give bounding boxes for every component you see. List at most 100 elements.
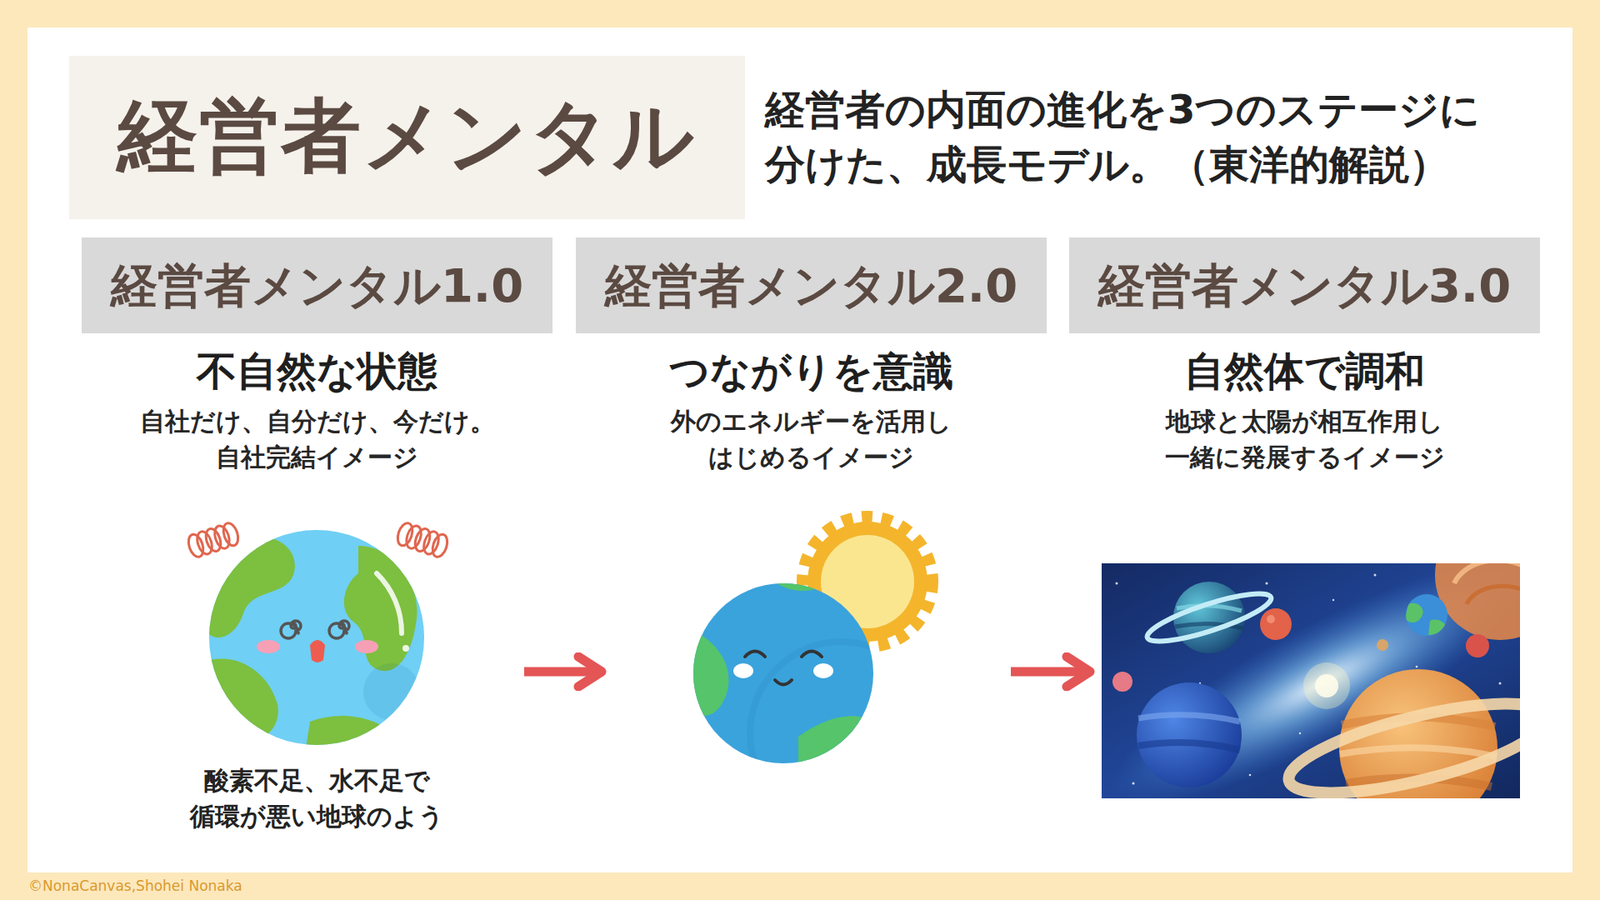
solar-system-part-part xyxy=(1199,682,1201,685)
sad-earth-part-part xyxy=(363,663,420,720)
stage-heading: つながりを意識 xyxy=(575,348,1047,395)
stage-column: 経営者メンタル2.0 つながりを意識外のエネルギーを活用し はじめるイメージ xyxy=(575,237,1047,771)
sad-earth-part xyxy=(402,645,410,652)
solar-system-part xyxy=(1454,563,1520,584)
sad-earth-part xyxy=(256,640,280,654)
stress-coil-part xyxy=(195,530,215,557)
sun-part xyxy=(807,521,928,642)
solar-system-part xyxy=(1315,674,1339,698)
stage-description: 外のエネルギーを活用し はじめるイメージ xyxy=(661,403,962,475)
solar-system-part xyxy=(1266,615,1275,624)
solar-system xyxy=(1101,563,1520,799)
stage-header: 経営者メンタル2.0 xyxy=(575,237,1047,334)
solar-system-part-part xyxy=(1405,603,1424,623)
solar-system-part-part xyxy=(1149,640,1151,643)
solar-system-part xyxy=(1115,574,1502,785)
solar-system-part xyxy=(1345,777,1492,787)
solar-system-part xyxy=(1101,563,1520,799)
flow-arrow xyxy=(524,667,602,677)
stress-coil-part xyxy=(395,520,415,548)
happy-earth-part xyxy=(813,663,834,679)
happy-earth-part xyxy=(775,680,792,685)
solar-system-part-part xyxy=(1374,574,1377,577)
sad-earth-part-part xyxy=(208,533,295,638)
image-caption: 酸素不足、水不足で 循環が悪い地球のよう xyxy=(185,762,449,835)
solar-system-part xyxy=(1376,639,1389,651)
sad-earth-part xyxy=(280,620,301,639)
sad-earth-part xyxy=(329,620,350,639)
solar-system-part-part xyxy=(1499,682,1502,685)
stress-coil-part xyxy=(212,524,233,551)
stress-coil-part xyxy=(421,530,442,557)
happy-earth-part-part xyxy=(798,715,879,770)
solar-system-part-part xyxy=(1349,782,1352,785)
stress-coil xyxy=(395,520,450,559)
stage-column: 経営者メンタル1.0不自然な状態自社だけ、自分だけ、今だけ。 自社完結イメージ xyxy=(81,237,553,771)
solar-system-part xyxy=(1260,608,1292,640)
stage-header: 経営者メンタル1.0 xyxy=(81,237,553,334)
sad-earth-part-part xyxy=(206,659,279,742)
happy-earth-part-part xyxy=(771,575,824,591)
solar-system-part-part xyxy=(1299,732,1301,735)
solar-system-part xyxy=(1175,623,1244,629)
sun-part xyxy=(802,516,933,647)
sad-earth-part xyxy=(355,640,379,654)
solar-system-part-part xyxy=(1415,665,1419,669)
solar-system-part-part xyxy=(1428,619,1449,635)
solar-system-part-part xyxy=(1115,582,1119,585)
flow-arrow xyxy=(1010,667,1090,677)
solar-system-part xyxy=(1281,685,1520,799)
solar-system-part xyxy=(1101,563,1520,799)
stress-coil-part xyxy=(430,532,450,560)
solar-system-part xyxy=(1176,605,1242,611)
solar-system-part xyxy=(1112,671,1133,692)
sad-earth-part-part xyxy=(305,715,397,754)
solar-system-part-part xyxy=(1132,782,1135,785)
stage-column: 経営者メンタル3.0 自然体で調和地球と太陽が相互作用し 一緒に発展するイメージ xyxy=(1069,237,1540,813)
stress-coil-part xyxy=(203,526,224,554)
solar-system-part xyxy=(1339,669,1498,799)
solar-system-part xyxy=(1340,747,1497,757)
solar-system-part-part xyxy=(1249,774,1252,777)
stage-description: 地球と太陽が相互作用し 一緒に発展するイメージ xyxy=(1155,403,1455,475)
sad-earth xyxy=(206,530,425,754)
solar-system-part xyxy=(1465,634,1490,658)
sad-earth-part xyxy=(376,573,402,634)
happy-earth xyxy=(690,575,934,825)
stress-coil xyxy=(185,520,241,559)
solar-system-part xyxy=(1138,742,1240,750)
sad-earth-part xyxy=(209,530,425,745)
stage-heading: 自然体で調和 xyxy=(1069,348,1540,395)
sun xyxy=(802,516,933,647)
solar-system-part-part xyxy=(1332,599,1335,601)
copyright: ©NonaCanvas,Shohei Nonaka xyxy=(28,877,243,895)
sun-part xyxy=(820,535,915,629)
solar-system-part xyxy=(1405,603,1449,635)
solar-system-part xyxy=(1466,585,1520,605)
sad-earth-part-part xyxy=(344,545,418,671)
title: 経営者メンタル xyxy=(69,55,745,220)
happy-earth-part xyxy=(733,663,754,679)
solar-system-part-part xyxy=(1265,582,1269,585)
solar-system-part xyxy=(1435,563,1520,640)
stage-header: 経営者メンタル3.0 xyxy=(1069,237,1540,334)
happy-earth-part-part xyxy=(750,641,934,825)
solar-system-part xyxy=(1173,581,1245,654)
stress-coil-part xyxy=(404,524,425,551)
solar-system-part xyxy=(1341,716,1495,727)
happy-earth-part xyxy=(801,651,822,658)
solar-system-part xyxy=(1138,715,1240,722)
stress-coil-part xyxy=(412,526,433,554)
solar-system-part xyxy=(1143,585,1275,651)
sad-earth-part xyxy=(206,533,420,754)
happy-earth-part-part xyxy=(690,629,729,716)
solar-system-part xyxy=(1136,682,1242,788)
happy-earth-part xyxy=(745,651,765,658)
stress-coil-part xyxy=(185,532,206,560)
happy-earth-part xyxy=(693,583,874,764)
solar-system-part xyxy=(1405,594,1448,636)
subtitle: 経営者の内面の進化を3つのステージに 分けた、成長モデル。（東洋的解説） xyxy=(765,81,1505,192)
stage-description: 自社だけ、自分だけ、今だけ。 自社完結イメージ xyxy=(130,403,505,475)
happy-earth-part xyxy=(690,575,934,825)
